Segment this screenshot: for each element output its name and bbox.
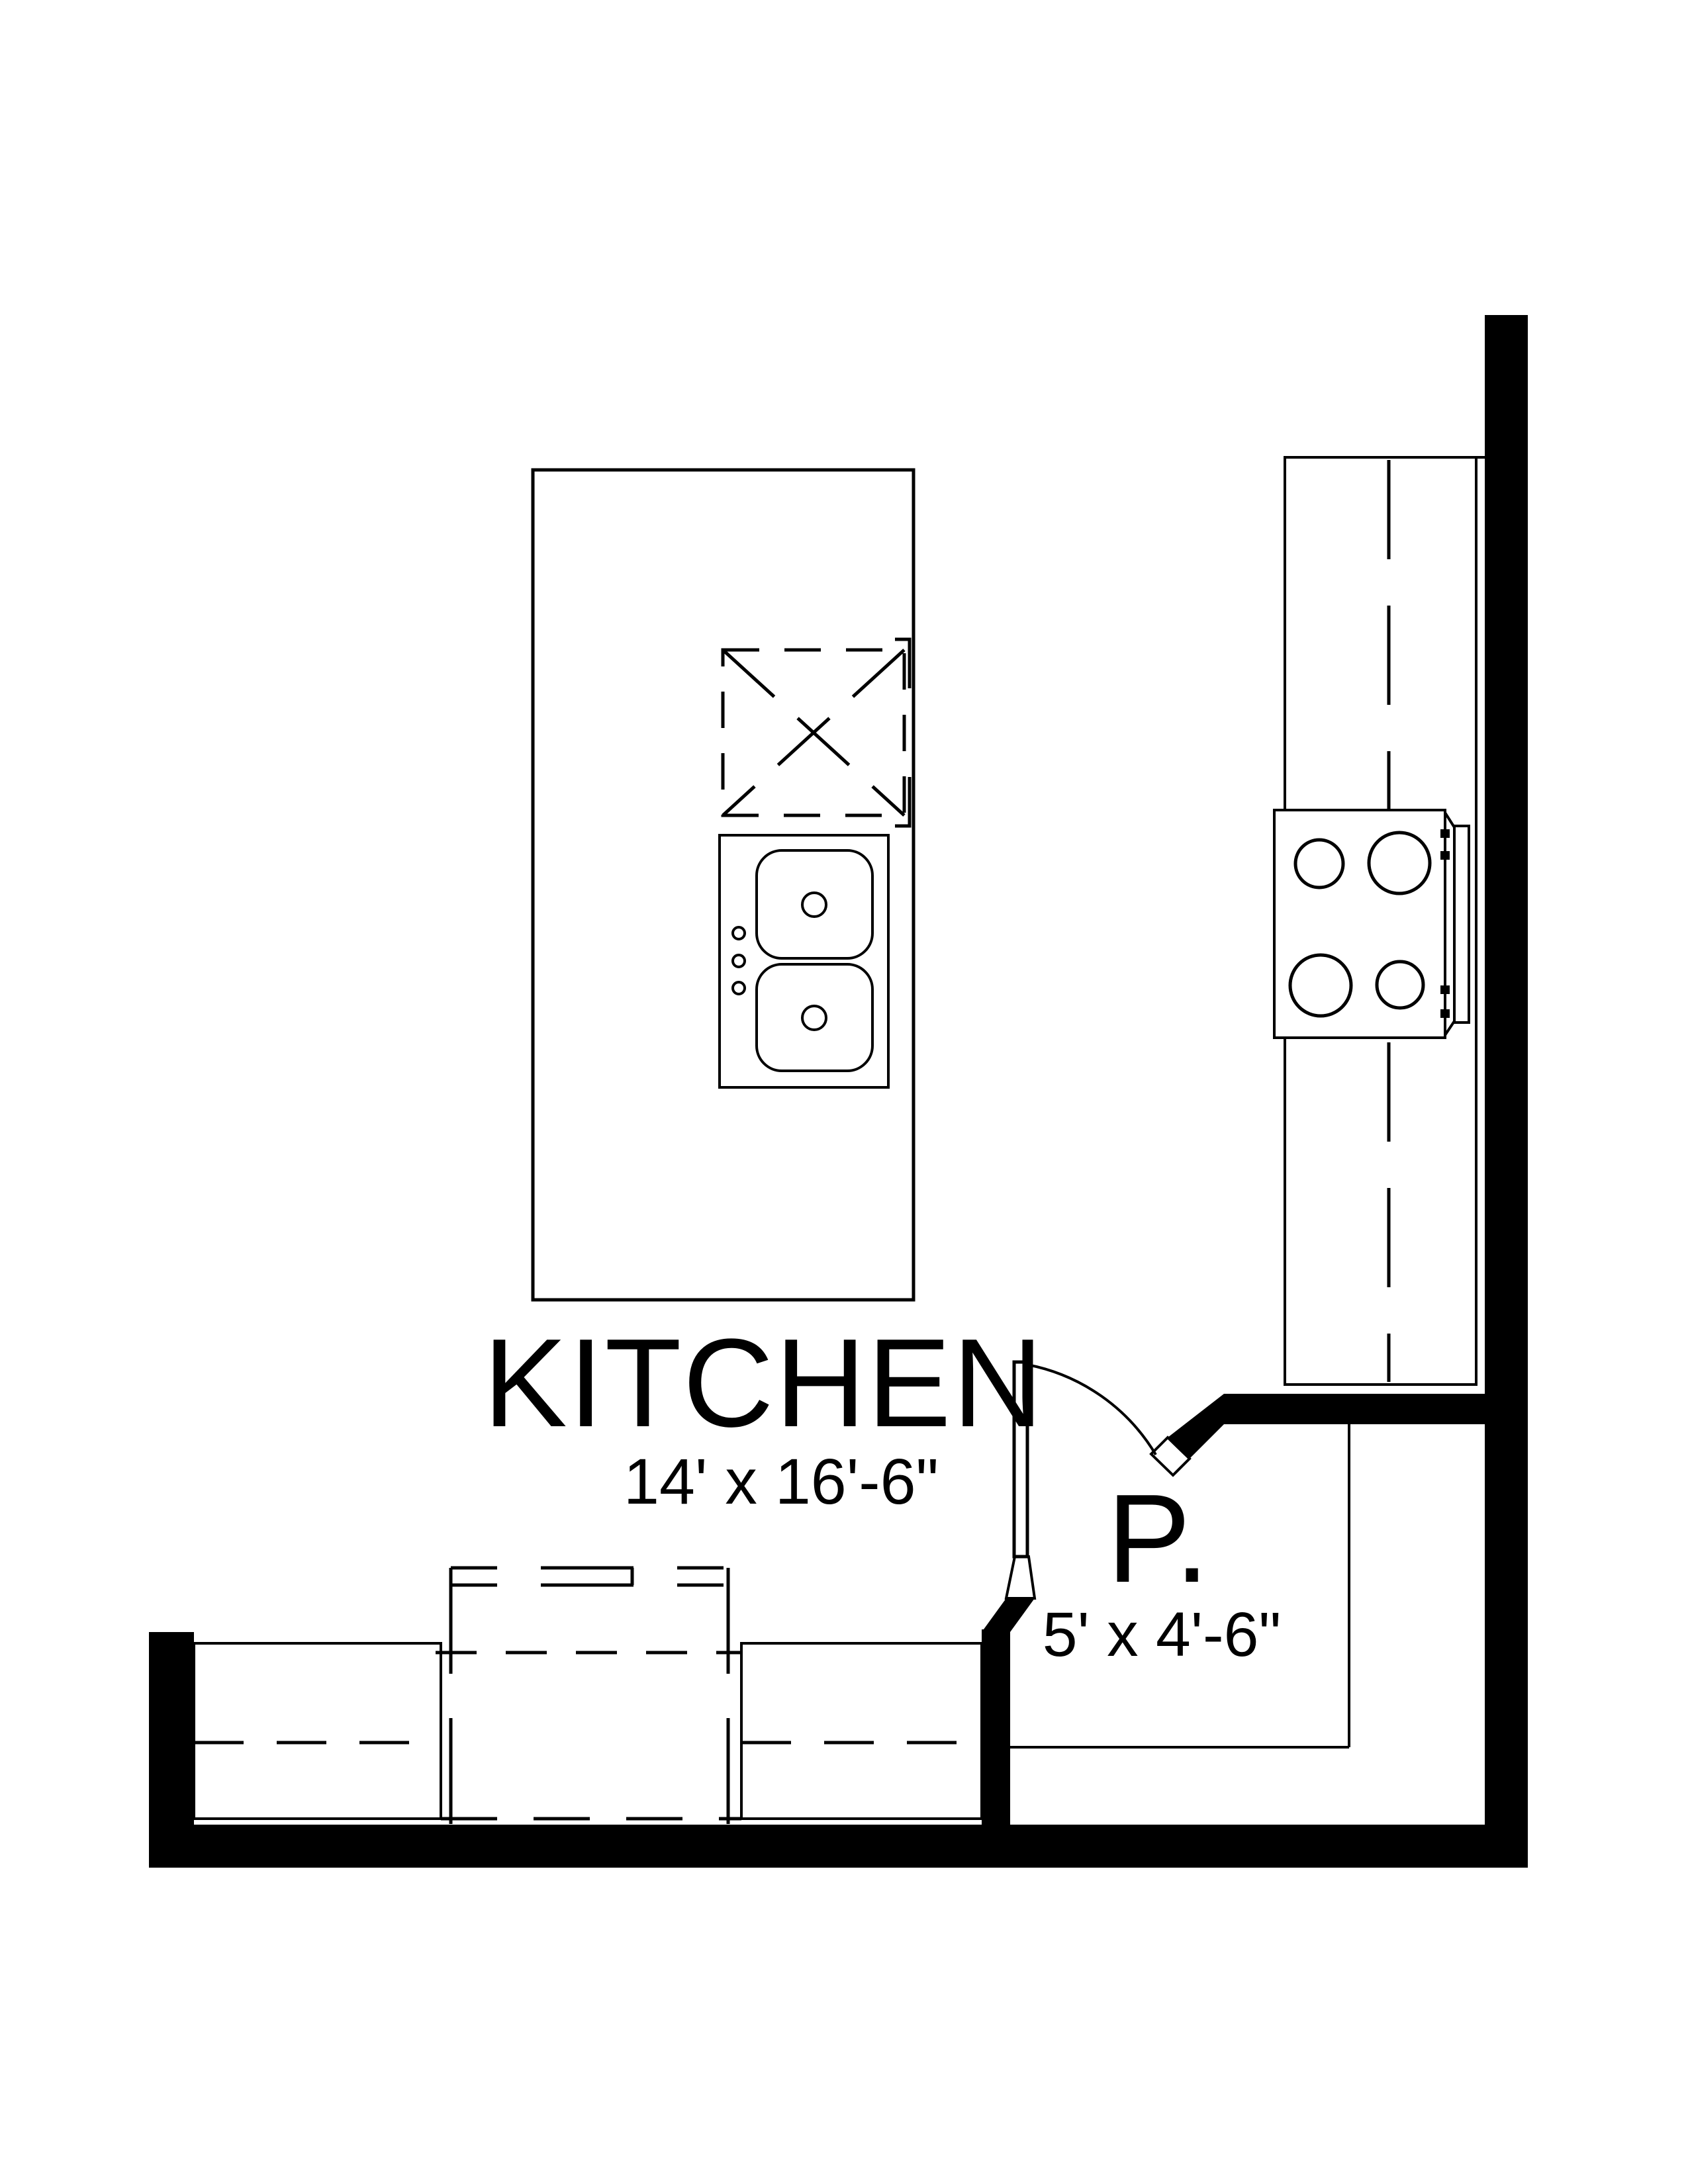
kitchen-dimensions-label: 14' x 16'-6" [624, 1445, 939, 1518]
island-outline [531, 468, 915, 1302]
burner-bottom-right [1375, 960, 1425, 1010]
base-cabinet-left [193, 1642, 442, 1820]
cooktop-knob-3 [1440, 985, 1450, 994]
cooktop-control-panel [1453, 825, 1470, 1024]
overhead-cabinet-x-marks [722, 649, 906, 817]
pantry-interior-outline [1010, 1424, 1350, 1749]
pantry-door-swing-arc [1027, 1363, 1157, 1456]
burner-top-left [1293, 838, 1345, 889]
kitchen-island [531, 468, 915, 1302]
cooktop-4-burner [1273, 809, 1470, 1039]
sink-basin-top [755, 849, 874, 960]
sink-outline [718, 834, 890, 1089]
labels: KITCHEN 14' x 16'-6" P. 5' x 4'-6" [483, 1313, 1281, 1670]
cooktop-knob-2 [1440, 851, 1450, 860]
sink-drain-bottom [801, 1005, 827, 1031]
wall-bottom [149, 1825, 1528, 1868]
wall-pantry-top [1224, 1394, 1485, 1424]
kitchen-room-label: KITCHEN [483, 1313, 1045, 1453]
base-cabinets [193, 1642, 983, 1820]
cooktop-outline [1273, 809, 1446, 1039]
cooktop-knob-4 [1440, 1009, 1450, 1018]
sink-basin-bottom [755, 963, 874, 1072]
burner-top-right [1367, 831, 1432, 895]
door-jamb-upper [1149, 1435, 1192, 1477]
wall-left-stub [149, 1632, 194, 1827]
faucet-hole-1 [731, 926, 746, 940]
wall-chamfer-lower [982, 1598, 1035, 1632]
walls [149, 315, 1528, 1868]
pantry-room-label: P. [1107, 1469, 1209, 1609]
double-basin-sink [718, 834, 890, 1089]
base-cabinet-right [740, 1642, 983, 1820]
pantry-dimensions-label: 5' x 4'-6" [1043, 1600, 1281, 1670]
cooktop-corner-bevels [1444, 811, 1456, 1036]
faucet-hole-2 [731, 954, 746, 968]
wall-pantry-stub [982, 1629, 1010, 1827]
door-jamb-lower [1004, 1555, 1037, 1600]
faucet-hole-3 [731, 981, 746, 995]
burner-bottom-left [1288, 953, 1353, 1018]
wall-right [1485, 315, 1528, 1868]
pantry-door-leaf [1012, 1360, 1029, 1559]
refrigerator [436, 1566, 743, 1825]
island-overhead-cabinet [721, 648, 906, 817]
overhead-cabinet-end-panel-top [895, 637, 912, 688]
sink-drain-top [801, 891, 827, 918]
pantry-corner-door [1012, 1360, 1157, 1559]
overhead-cabinet-end-panel-bottom [895, 777, 912, 828]
cooktop-knob-1 [1440, 829, 1450, 838]
wall-chamfer-upper [1168, 1394, 1224, 1459]
